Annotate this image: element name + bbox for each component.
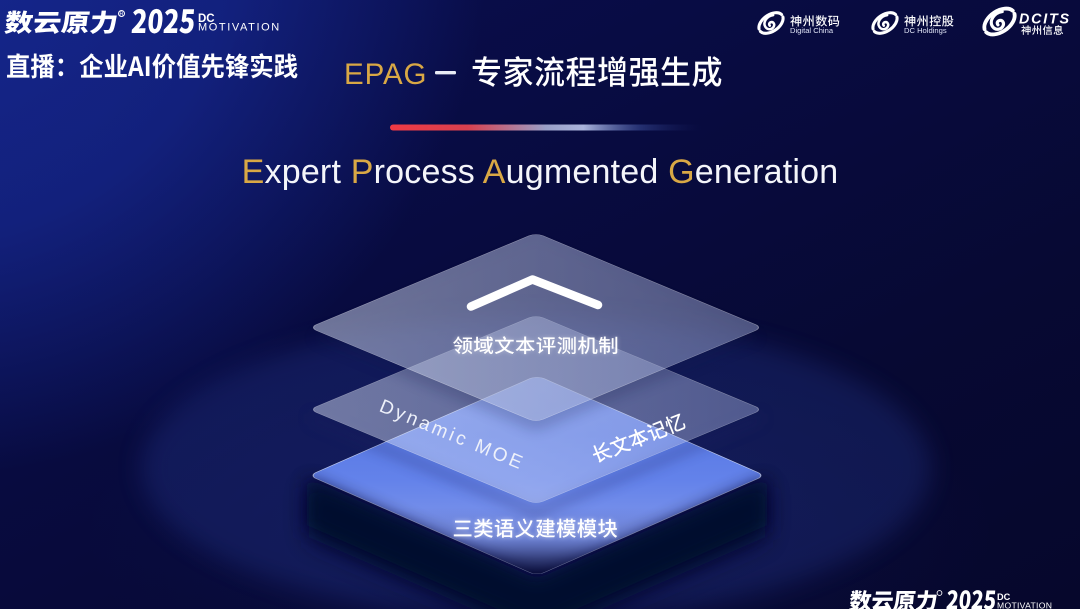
svg-text:MOTIVATION: MOTIVATION xyxy=(997,601,1052,609)
svg-text:MOTIVATION: MOTIVATION xyxy=(198,22,281,34)
svg-text:DC: DC xyxy=(198,13,215,25)
svg-text:R: R xyxy=(119,12,123,18)
svg-text:Expert Process Augmented Gener: Expert Process Augmented Generation xyxy=(242,153,839,191)
svg-text:DC Holdings: DC Holdings xyxy=(904,26,947,35)
svg-text:Digital China: Digital China xyxy=(790,26,834,35)
svg-text:DC: DC xyxy=(997,592,1011,602)
svg-text:EPAG: EPAG xyxy=(344,58,427,91)
svg-text:DCITS: DCITS xyxy=(1019,12,1071,28)
